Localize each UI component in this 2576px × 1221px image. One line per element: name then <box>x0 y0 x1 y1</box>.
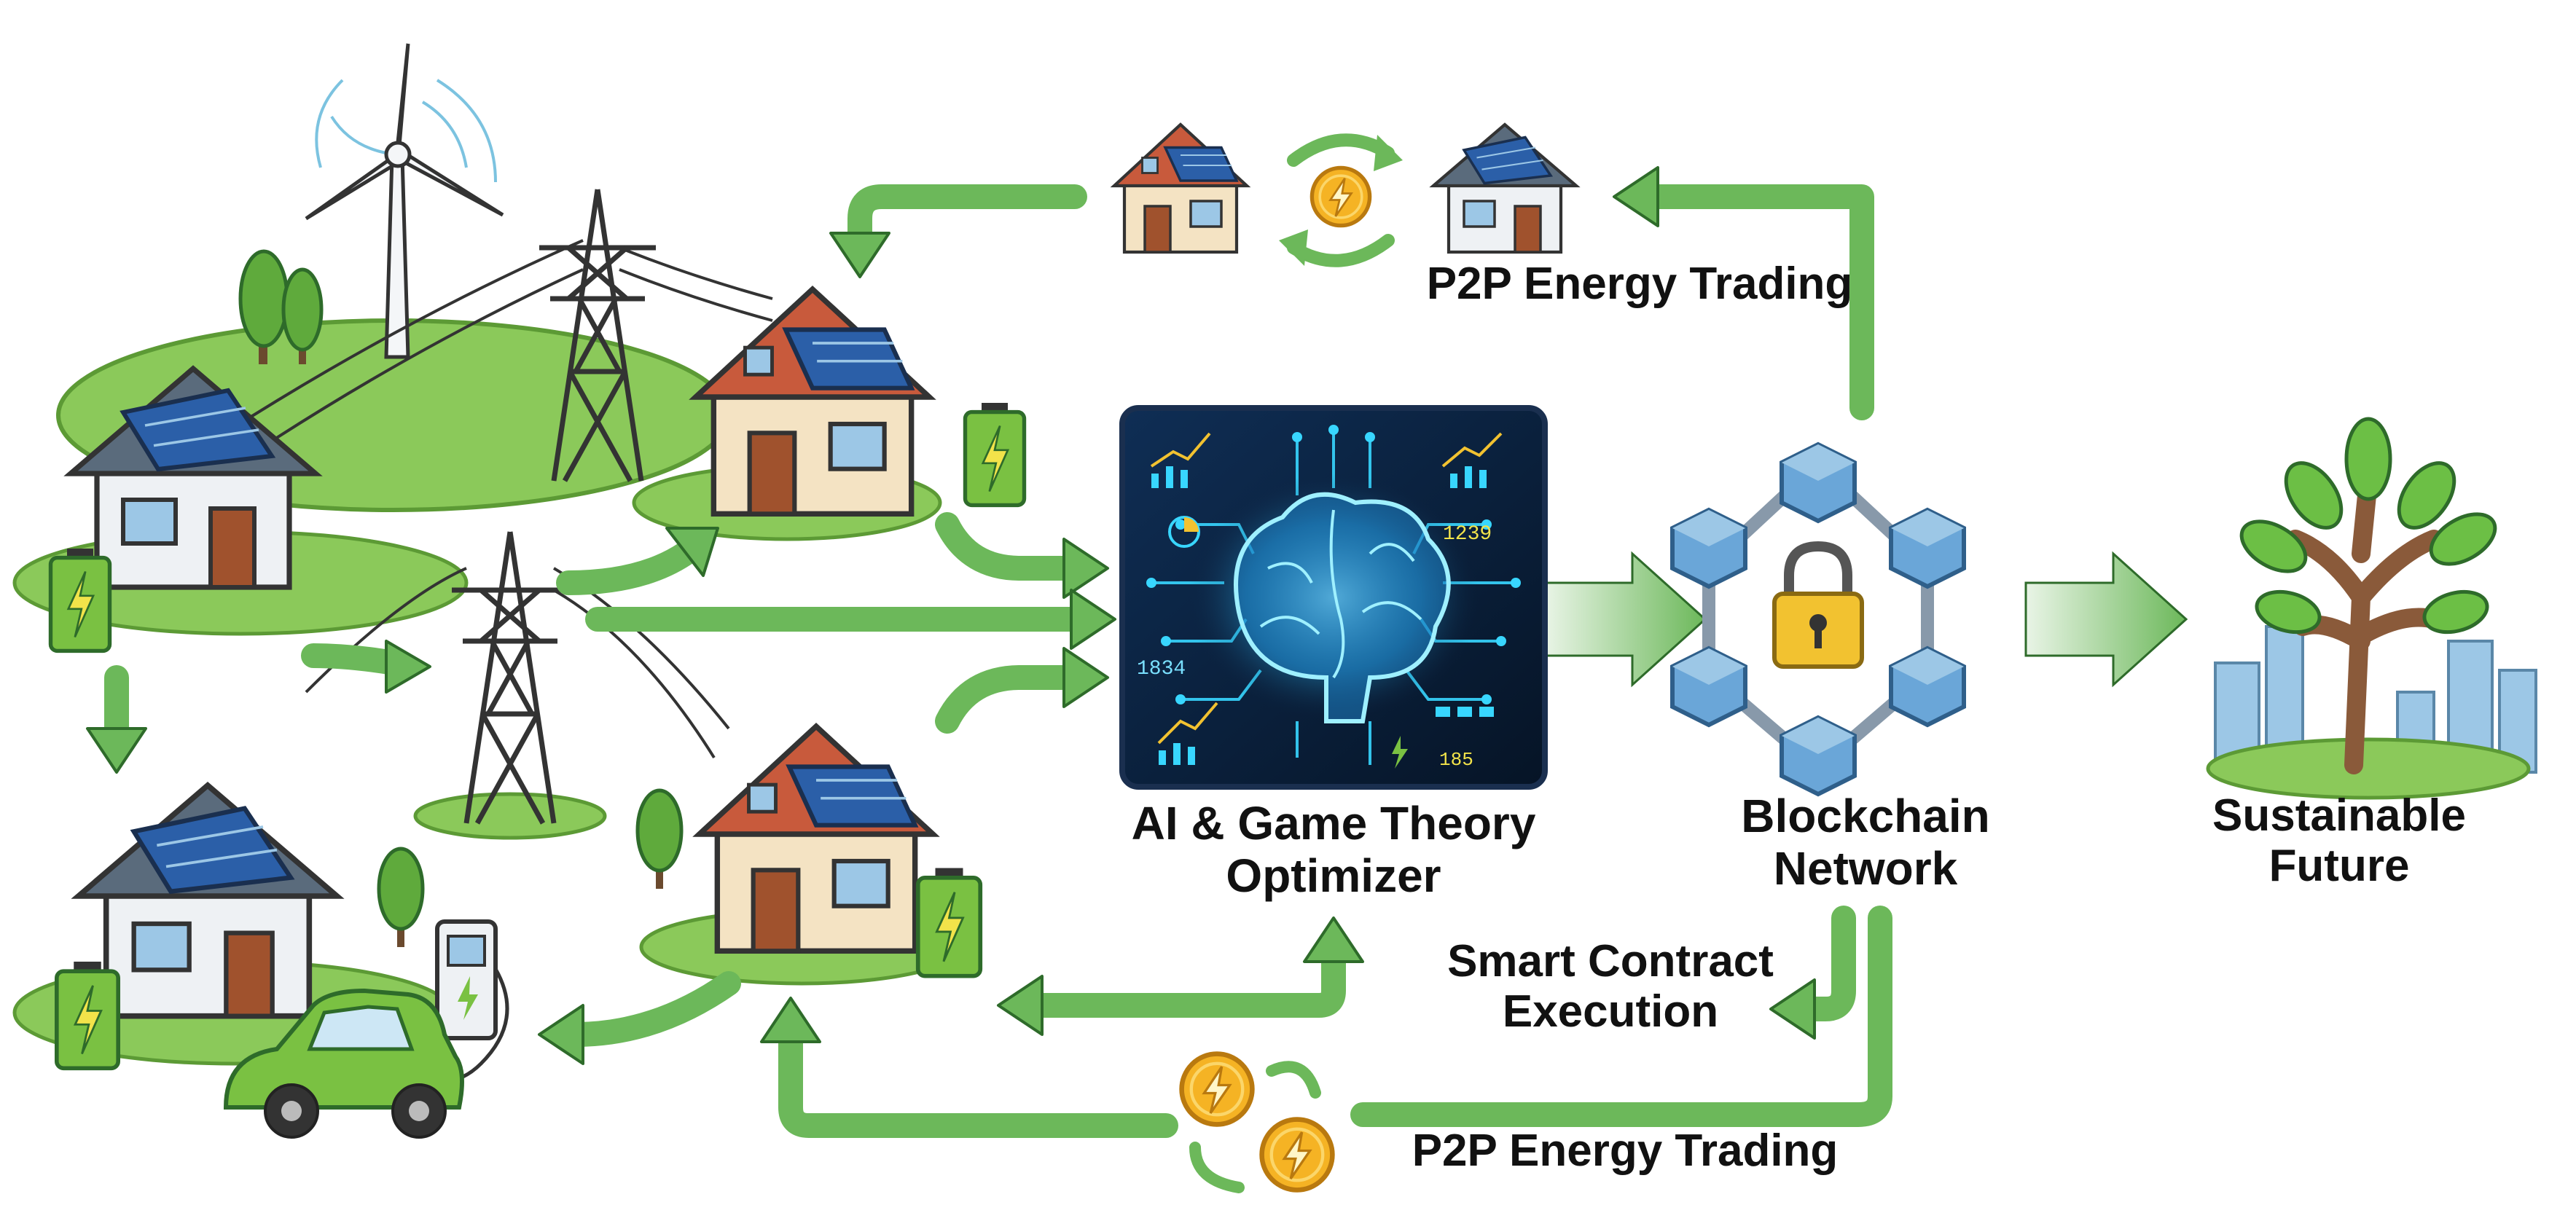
ai-brain-icon: 1239 1834 185 <box>1119 405 1548 790</box>
house-solar-icon <box>700 726 933 951</box>
ev-car-icon <box>223 988 464 1139</box>
panel-readout-left: 1834 <box>1137 658 1186 680</box>
house-solar-icon <box>1433 125 1576 252</box>
smart-contract-label-line1: Smart Contract <box>1447 936 1774 986</box>
power-lines <box>217 239 773 759</box>
arrow-heads <box>86 166 1816 1065</box>
padlock-icon <box>1772 541 1864 669</box>
panel-readout-top-right: 1239 <box>1443 523 1492 546</box>
ai-optimizer-label-line2: Optimizer <box>1226 849 1441 902</box>
sustainable-future-label-line1: Sustainable <box>2212 790 2466 841</box>
coin-bolt-icon <box>1279 133 1403 267</box>
panel-readout-bottom-right: 185 <box>1439 749 1473 771</box>
p2p-energy-trading-top-label: P2P Energy Trading <box>1426 259 1853 309</box>
blockchain-network-label-line1: Blockchain <box>1741 790 1990 842</box>
flow-arrows <box>104 184 1892 1138</box>
tree-icon <box>2206 417 2531 800</box>
pine-trees <box>238 249 324 364</box>
sustainable-future-label: Sustainable Future <box>2157 790 2521 892</box>
battery-icon <box>51 549 110 651</box>
battery-icon <box>57 962 118 1068</box>
house-solar-icon <box>696 289 930 514</box>
blockchain-network-label: Blockchain Network <box>1676 790 2055 895</box>
p2p-energy-trading-bottom-label: P2P Energy Trading <box>1412 1126 1839 1176</box>
main-flow-arrows <box>1543 551 2188 688</box>
tree-small <box>377 788 684 947</box>
coin-bolt-icon <box>1182 1054 1333 1193</box>
ai-optimizer-label-line1: AI & Game Theory <box>1131 797 1536 849</box>
blockchain-network-label-line2: Network <box>1773 841 1958 895</box>
charging-station-icon <box>407 919 509 1085</box>
ai-optimizer-label: AI & Game Theory Optimizer <box>1042 797 1625 902</box>
sustainable-future-label-line2: Future <box>2268 841 2410 892</box>
smart-contract-label: Smart Contract Execution <box>1370 936 1851 1037</box>
battery-icon <box>918 868 981 976</box>
wind-turbine-icon <box>305 43 504 359</box>
house-solar-icon <box>1114 125 1247 252</box>
battery-icon <box>966 403 1025 505</box>
power-pylon-icon <box>452 532 568 823</box>
blockchain-icon <box>1670 441 1966 797</box>
smart-contract-label-line2: Execution <box>1502 986 1719 1037</box>
